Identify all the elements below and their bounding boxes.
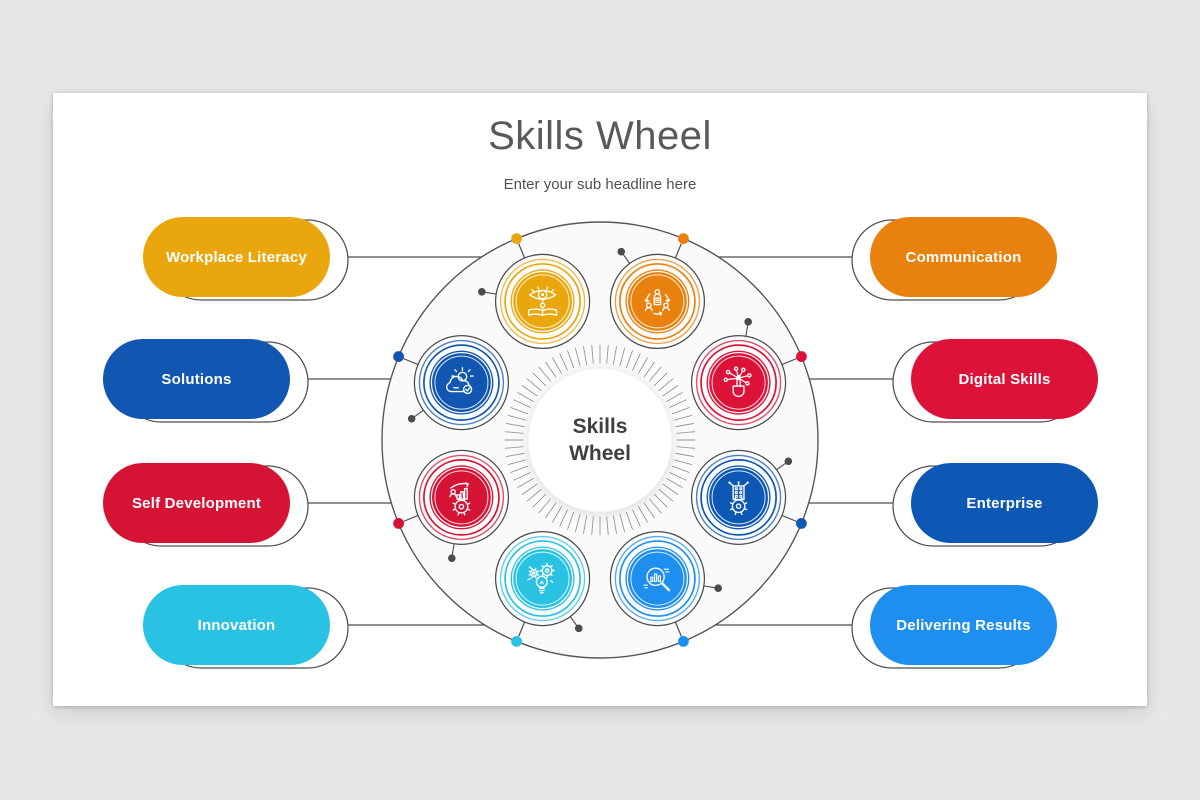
skill-circle-communication[interactable] [614, 258, 701, 345]
leader-dot [617, 247, 626, 256]
leader-dot [714, 584, 722, 593]
skill-pill-label: Delivering Results [896, 616, 1031, 634]
wheel-center-line2: Wheel [569, 442, 631, 465]
cloud-idea-icon [446, 367, 474, 395]
leader-dot [478, 287, 486, 296]
skill-circle-delivering-results[interactable] [614, 535, 701, 622]
center-tick-ring [504, 344, 696, 536]
bulb-gears-icon [527, 562, 555, 594]
page-subtitle[interactable]: Enter your sub headline here [503, 176, 697, 193]
leader-dot [744, 318, 753, 326]
skill-circle-innovation[interactable] [499, 535, 586, 622]
skill-pill-label: Digital Skills [958, 370, 1051, 388]
skill-pill-label: Self Development [131, 494, 262, 512]
touch-network-icon [723, 366, 752, 397]
rim-dot-enterprise [796, 518, 807, 529]
rim-dot-self-development [393, 518, 404, 529]
skill-pill-label: Enterprise [966, 494, 1043, 512]
slide: Skills Wheel Enter your sub headline her… [53, 93, 1147, 706]
leader-dot [447, 554, 456, 562]
people-cycle-icon [644, 288, 671, 316]
skill-pill-delivering-results[interactable]: Delivering Results [870, 585, 1057, 665]
skill-pill-label: Communication [905, 248, 1022, 266]
skill-circle-enterprise[interactable] [695, 454, 782, 541]
skill-circle-self-development[interactable] [418, 454, 505, 541]
page-title[interactable]: Skills Wheel [488, 114, 712, 158]
growth-gear-icon [449, 482, 471, 516]
skill-pill-label: Innovation [197, 616, 276, 634]
skill-pill-self-development[interactable]: Self Development [103, 463, 290, 543]
rim-dot-communication [678, 233, 689, 244]
skill-pill-innovation[interactable]: Innovation [143, 585, 330, 665]
rim-dot-workplace-literacy [511, 233, 522, 244]
rim-dot-innovation [511, 636, 522, 647]
skill-pill-label: Workplace Literacy [166, 248, 307, 266]
wheel-center-circle[interactable] [527, 367, 673, 513]
search-chart-icon [643, 567, 671, 592]
skill-pill-enterprise[interactable]: Enterprise [911, 463, 1098, 543]
leader-dot [407, 414, 416, 423]
eye-book-icon [527, 286, 558, 316]
wheel-center-line1: Skills [572, 415, 628, 438]
rim-dot-solutions [393, 351, 404, 362]
leader-dot [574, 624, 583, 633]
skill-pill-label: Solutions [161, 370, 232, 388]
leader-dot [784, 457, 793, 466]
skill-pill-digital-skills[interactable]: Digital Skills [911, 339, 1098, 419]
skill-pill-workplace-literacy[interactable]: Workplace Literacy [143, 217, 330, 297]
skill-circle-workplace-literacy[interactable] [499, 258, 586, 345]
wheel-center-label[interactable]: Skills Wheel [520, 398, 680, 482]
rim-dot-delivering-results [678, 636, 689, 647]
skill-pill-communication[interactable]: Communication [870, 217, 1057, 297]
skill-circle-solutions[interactable] [418, 339, 505, 426]
building-gear-icon [728, 481, 749, 516]
skill-circle-digital-skills[interactable] [695, 339, 782, 426]
rim-dot-digital-skills [796, 351, 807, 362]
skill-pill-solutions[interactable]: Solutions [103, 339, 290, 419]
